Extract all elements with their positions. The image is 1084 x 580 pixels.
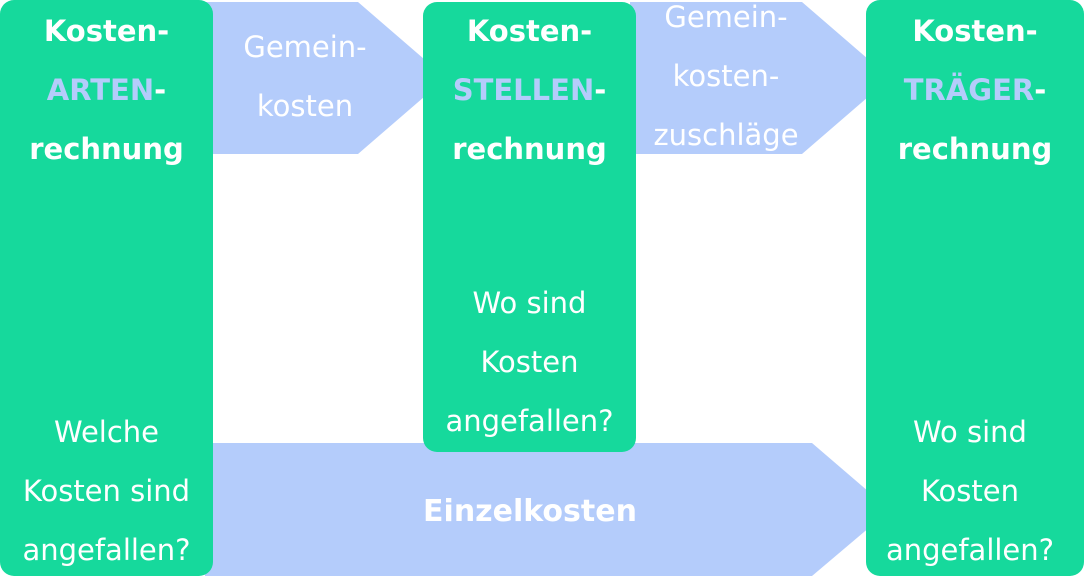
box-kostenstellen-title-line-2: STELLEN- [423, 61, 636, 120]
arrow-gemeinkosten-line-2: kosten [256, 89, 354, 123]
arrow-gemeinkosten-label: Gemein- kosten [215, 18, 395, 136]
arrow-zuschlaege-line-1: Gemein- [664, 0, 788, 34]
box-kostenarten-question-line-1: Welche [53, 415, 160, 449]
box-kostenarten-title-line-2: ARTEN- [0, 61, 213, 120]
arrow-einzelkosten-label: Einzelkosten [400, 482, 660, 541]
box-kostentraeger-accent: TRÄGER [903, 73, 1035, 107]
box-kostenstellen-question-line-1: Wo sind [472, 286, 587, 320]
box-kostentraeger-title: Kosten- TRÄGER- rechnung [866, 2, 1084, 179]
box-kostenarten-title-line-1: Kosten- [43, 14, 170, 48]
box-kostenstellen-hyphen: - [594, 73, 607, 107]
box-kostenarten-hyphen: - [154, 73, 167, 107]
arrow-zuschlaege-line-3: zuschläge [653, 118, 799, 152]
box-kostenarten-title-line-3: rechnung [29, 132, 184, 166]
box-kostenarten-question-line-3: angefallen? [22, 533, 191, 567]
arrow-gemeinkosten-line-1: Gemein- [243, 30, 367, 64]
arrow-zuschlaege-label: Gemein- kosten- zuschläge [636, 0, 816, 165]
box-kostenarten-question-line-2: Kosten sind [22, 474, 191, 508]
box-kostentraegerrechnung: Kosten- TRÄGER- rechnung Wo sind Kosten … [866, 0, 1084, 576]
box-kostenarten-accent: ARTEN [46, 73, 155, 107]
box-kostenstellen-question-line-2: Kosten [480, 345, 579, 379]
box-kostenarten-title: Kosten- ARTEN- rechnung [0, 2, 213, 179]
box-kostentraeger-hyphen: - [1034, 73, 1047, 107]
box-kostentraeger-title-line-2: TRÄGER- [866, 61, 1084, 120]
box-kostenstellen-title: Kosten- STELLEN- rechnung [423, 2, 636, 179]
box-kostenstellen-title-line-1: Kosten- [466, 14, 593, 48]
box-kostenstellen-question: Wo sind Kosten angefallen? [423, 274, 636, 451]
box-kostenstellen-question-line-3: angefallen? [445, 404, 614, 438]
box-kostentraeger-question-line-2: Kosten [920, 474, 1020, 508]
box-kostenstellen-title-line-3: rechnung [452, 132, 607, 166]
box-kostenartenrechnung: Kosten- ARTEN- rechnung Welche Kosten si… [0, 0, 213, 576]
box-kostentraeger-question-line-3: angefallen? [885, 533, 1055, 567]
box-kostentraeger-question-line-1: Wo sind [913, 415, 1027, 449]
box-kostenstellen-accent: STELLEN [452, 73, 595, 107]
box-kostentraeger-title-line-1: Kosten- [912, 14, 1038, 48]
box-kostenstellenrechnung: Kosten- STELLEN- rechnung Wo sind Kosten… [423, 2, 636, 452]
arrow-zuschlaege-line-2: kosten- [672, 59, 780, 93]
arrow-einzelkosten-text: Einzelkosten [423, 494, 637, 529]
box-kostenarten-question: Welche Kosten sind angefallen? [0, 403, 213, 580]
box-kostentraeger-title-line-3: rechnung [897, 132, 1053, 166]
box-kostentraeger-question: Wo sind Kosten angefallen? [856, 403, 1084, 580]
